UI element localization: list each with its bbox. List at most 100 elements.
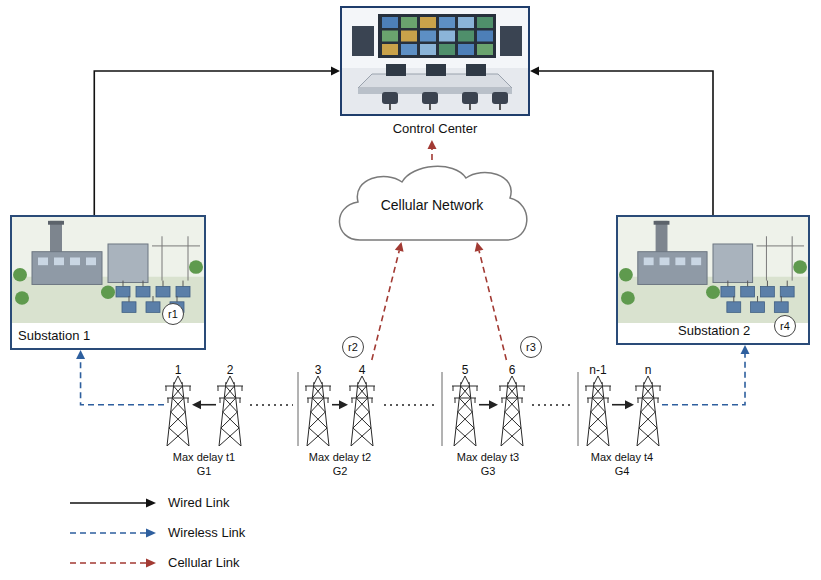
group-separator (298, 372, 299, 446)
node-number: 4 (359, 363, 366, 377)
relay-circle: r3 (520, 336, 542, 358)
shape-drawing (348, 376, 376, 446)
tower-picture (304, 376, 332, 446)
node-number: 2 (227, 363, 234, 377)
transmission-tower: 5 (451, 360, 479, 446)
shape-drawing (451, 376, 479, 446)
node-number: r3 (526, 341, 536, 353)
arrow-head (339, 400, 348, 409)
arrow-head (741, 345, 750, 354)
node-number: n (645, 363, 652, 377)
cellular-link (372, 242, 404, 360)
delay-label: Max delay t1 (173, 451, 235, 464)
node-label: Substation 2 (678, 323, 750, 338)
arrow-head (489, 400, 498, 409)
connector-line (612, 404, 625, 406)
shape-drawing (634, 376, 662, 446)
transmission-tower: 6 (498, 360, 526, 446)
cellular-sample (70, 562, 146, 564)
wired-link (612, 400, 634, 409)
node-label: Control Center (393, 121, 478, 136)
arrow-head (625, 400, 634, 409)
wireless-sample (70, 532, 146, 534)
arrow-head (146, 499, 156, 508)
wired-sample (70, 502, 146, 504)
connector-line (94, 71, 331, 215)
substation-picture (618, 217, 808, 323)
transmission-tower: 1 (164, 360, 192, 446)
arrow-head (192, 400, 201, 409)
transmission-tower: 2 (216, 360, 244, 446)
connector-line (81, 359, 164, 405)
legend-text: Cellular Link (168, 555, 240, 571)
tower-picture (584, 376, 612, 446)
group-name: G1 (197, 465, 212, 478)
arrow-head (475, 242, 484, 252)
connector-line (201, 404, 216, 406)
connector-line (431, 149, 433, 160)
node-number: r1 (168, 308, 178, 320)
node-number: n-1 (589, 363, 606, 377)
group-separator (578, 372, 579, 446)
node-number: 1 (175, 363, 182, 377)
control-center: Control Center (340, 6, 530, 140)
ellipsis-line (250, 404, 573, 405)
connector-line (332, 404, 339, 406)
node-number: r2 (348, 341, 358, 353)
tower-picture (498, 376, 526, 446)
cellular-link (427, 140, 436, 160)
transmission-tower: 3 (304, 360, 332, 446)
connector-line (539, 71, 713, 215)
arrow-head (530, 66, 539, 75)
relay-circle: r4 (774, 315, 796, 337)
wired-link (332, 400, 348, 409)
relay-circle: r2 (342, 336, 364, 358)
delay-label: Max delay t2 (309, 451, 371, 464)
transmission-tower: n (634, 360, 662, 446)
tower-picture (164, 376, 192, 446)
connector-line (479, 251, 506, 360)
node-number: 5 (462, 363, 469, 377)
node-number: 3 (315, 363, 322, 377)
arrow-head (146, 559, 156, 568)
control-room-picture (340, 6, 530, 116)
wired-link (479, 400, 498, 409)
wired-link (192, 400, 216, 409)
delay-label: Max delay t4 (591, 451, 653, 464)
arrow-head (146, 529, 156, 538)
group-name: G3 (481, 465, 496, 478)
shape-drawing (216, 376, 244, 446)
legend-text: Wireless Link (168, 525, 245, 541)
arrow-head (76, 350, 85, 359)
shape-drawing (498, 376, 526, 446)
substation-box: Substation 1 r1 (10, 215, 206, 350)
arrow-head (395, 242, 404, 252)
wireless-link (662, 345, 750, 405)
node-label: Substation 1 (18, 328, 90, 343)
delay-label: Max delay t3 (457, 451, 519, 464)
relay-circle: r1 (162, 303, 184, 325)
wired-link (94, 66, 340, 215)
transmission-tower: 4 (348, 360, 376, 446)
ellipsis-line (250, 404, 293, 405)
wireless-link (76, 350, 164, 405)
arrow-head (427, 140, 436, 149)
tower-picture (634, 376, 662, 446)
group-name: G2 (333, 465, 348, 478)
node-number: 6 (509, 363, 516, 377)
ellipsis-line (384, 404, 437, 405)
tower-picture (348, 376, 376, 446)
group-separator (298, 372, 578, 446)
shape-drawing (618, 217, 808, 323)
substation-box: Substation 2 r4 (616, 215, 810, 345)
wired-link (530, 66, 713, 215)
tower-picture (216, 376, 244, 446)
legend-text: Wired Link (168, 495, 229, 511)
shape-drawing (164, 376, 192, 446)
shape-drawing (342, 8, 528, 114)
tower-picture (451, 376, 479, 446)
connector-line (662, 354, 745, 405)
group-name: G4 (615, 465, 630, 478)
node-label: Cellular Network (381, 197, 484, 213)
